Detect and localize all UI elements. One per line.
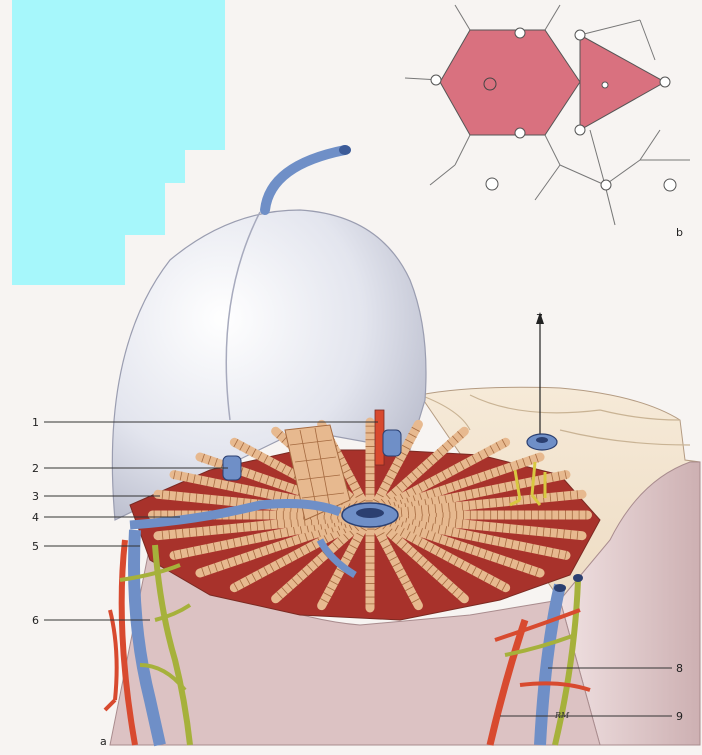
label-2: 2 — [32, 462, 39, 475]
label-6: 6 — [32, 614, 39, 627]
label-1: 1 — [32, 416, 39, 429]
label-5: 5 — [32, 540, 39, 553]
label-7: 7 — [536, 312, 543, 325]
panel-b-letter: b — [676, 226, 683, 239]
label-4: 4 — [32, 511, 39, 524]
label-8: 8 — [676, 662, 683, 675]
panel-a-letter: a — [100, 735, 107, 748]
label-9: 9 — [676, 710, 683, 723]
label-3: 3 — [32, 490, 39, 503]
